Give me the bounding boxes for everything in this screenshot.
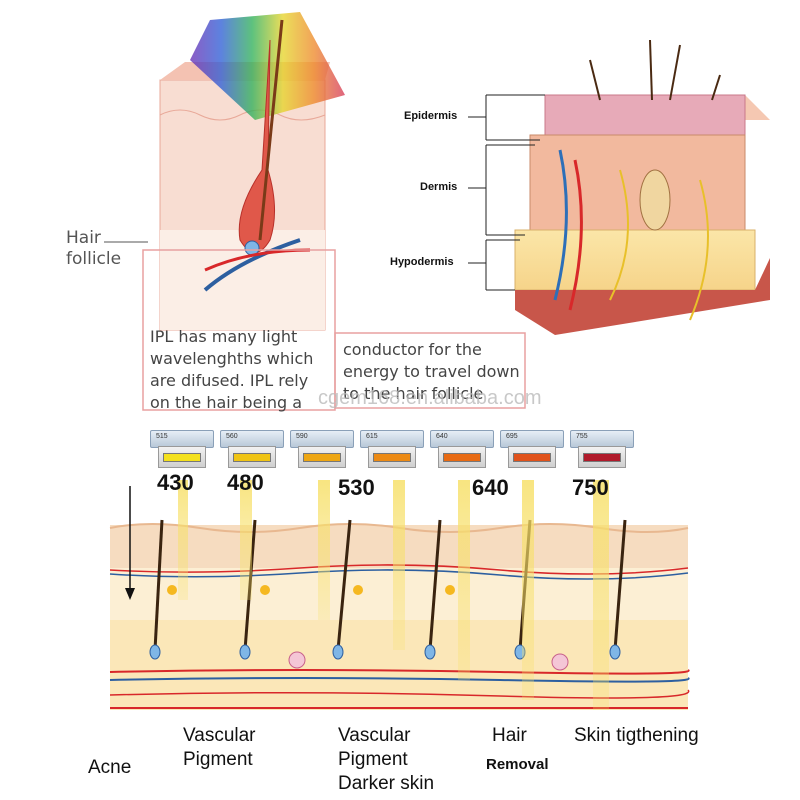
- application-label-vascular-pigment: Vascular Pigment: [183, 724, 293, 772]
- filter-lens: [443, 453, 481, 462]
- filter-code: 755: [576, 433, 588, 440]
- filter-lens: [373, 453, 411, 462]
- filter-lens: [233, 453, 271, 462]
- application-label-skin-tightening: Skin tigthening: [574, 724, 699, 748]
- wavelength-label: 640: [472, 475, 509, 501]
- skin-layer-label-dermis: Dermis: [420, 181, 457, 193]
- ipl-explanation-text: IPL has many light wavelenghths which ar…: [150, 326, 330, 414]
- filter-code: 695: [506, 433, 518, 440]
- skin-layer-label-hypodermis: Hypodermis: [390, 256, 454, 268]
- skin-layer-label-epidermis: Epidermis: [404, 110, 457, 122]
- filter-lens: [513, 453, 551, 462]
- filter-code: 615: [366, 433, 378, 440]
- skin-cross-section: [468, 40, 770, 335]
- wavelength-label: 530: [338, 475, 375, 501]
- filter-code: 590: [296, 433, 308, 440]
- application-label-vascular-pigment-darker-skin: Vascular Pigment Darker skin: [338, 724, 458, 796]
- wavelength-label: 480: [227, 470, 264, 496]
- watermark: cgem168.en.alibaba.com: [318, 387, 541, 410]
- filter-lens: [303, 453, 341, 462]
- hair-follicle-label: Hair follicle: [66, 228, 146, 270]
- filter-code: 515: [156, 433, 168, 440]
- application-label-acne: Acne: [88, 756, 131, 780]
- filter-code: 640: [436, 433, 448, 440]
- filter-lens: [163, 453, 201, 462]
- filter-lens: [583, 453, 621, 462]
- filter-code: 560: [226, 433, 238, 440]
- application-label-removal: Removal: [486, 753, 549, 777]
- application-label-hair: Hair: [492, 724, 527, 748]
- wavelength-label: 750: [572, 475, 609, 501]
- wavelength-label: 430: [157, 470, 194, 496]
